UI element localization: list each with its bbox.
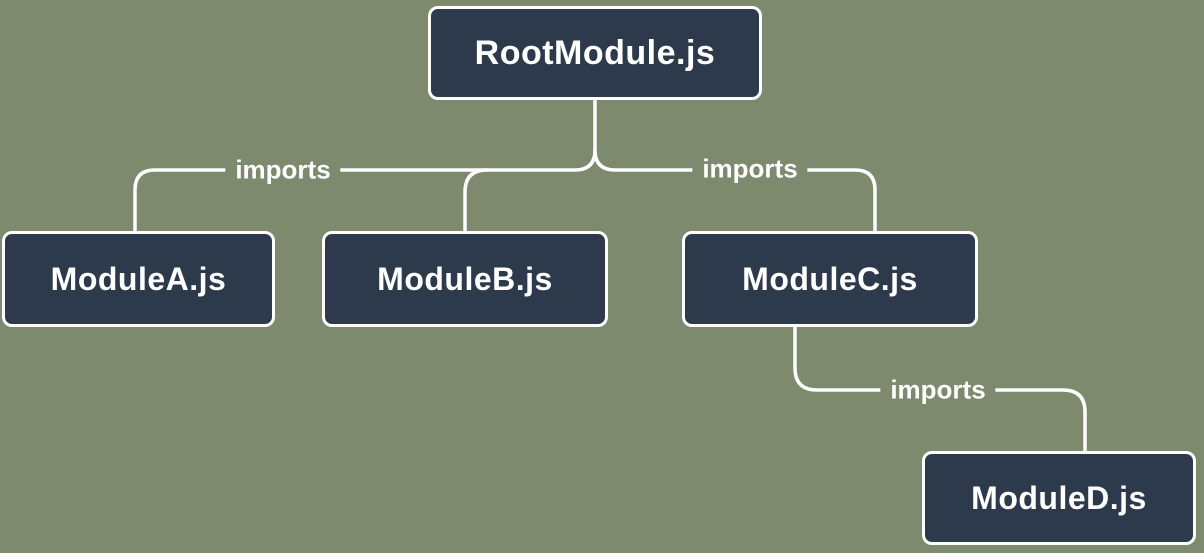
node-module-c-label: ModuleC.js xyxy=(742,260,918,297)
connector-root-to-module-a xyxy=(133,98,597,233)
connector-branch-to-module-b xyxy=(463,168,489,233)
node-module-b: ModuleB.js xyxy=(322,231,608,327)
node-module-a-label: ModuleA.js xyxy=(50,260,227,297)
edge-label-imports-root-to-a: imports xyxy=(225,154,341,186)
node-module-d: ModuleD.js xyxy=(922,451,1196,545)
edge-label-imports-c-to-d: imports xyxy=(880,374,996,406)
node-module-b-label: ModuleB.js xyxy=(377,260,553,297)
node-module-d-label: ModuleD.js xyxy=(971,479,1147,516)
edge-label-imports-root-to-c: imports xyxy=(692,153,808,185)
node-root-module-label: RootModule.js xyxy=(474,33,716,72)
connector-root-to-module-c xyxy=(593,148,877,233)
node-module-c: ModuleC.js xyxy=(682,231,978,327)
node-root-module: RootModule.js xyxy=(428,6,762,100)
node-module-a: ModuleA.js xyxy=(2,231,275,327)
